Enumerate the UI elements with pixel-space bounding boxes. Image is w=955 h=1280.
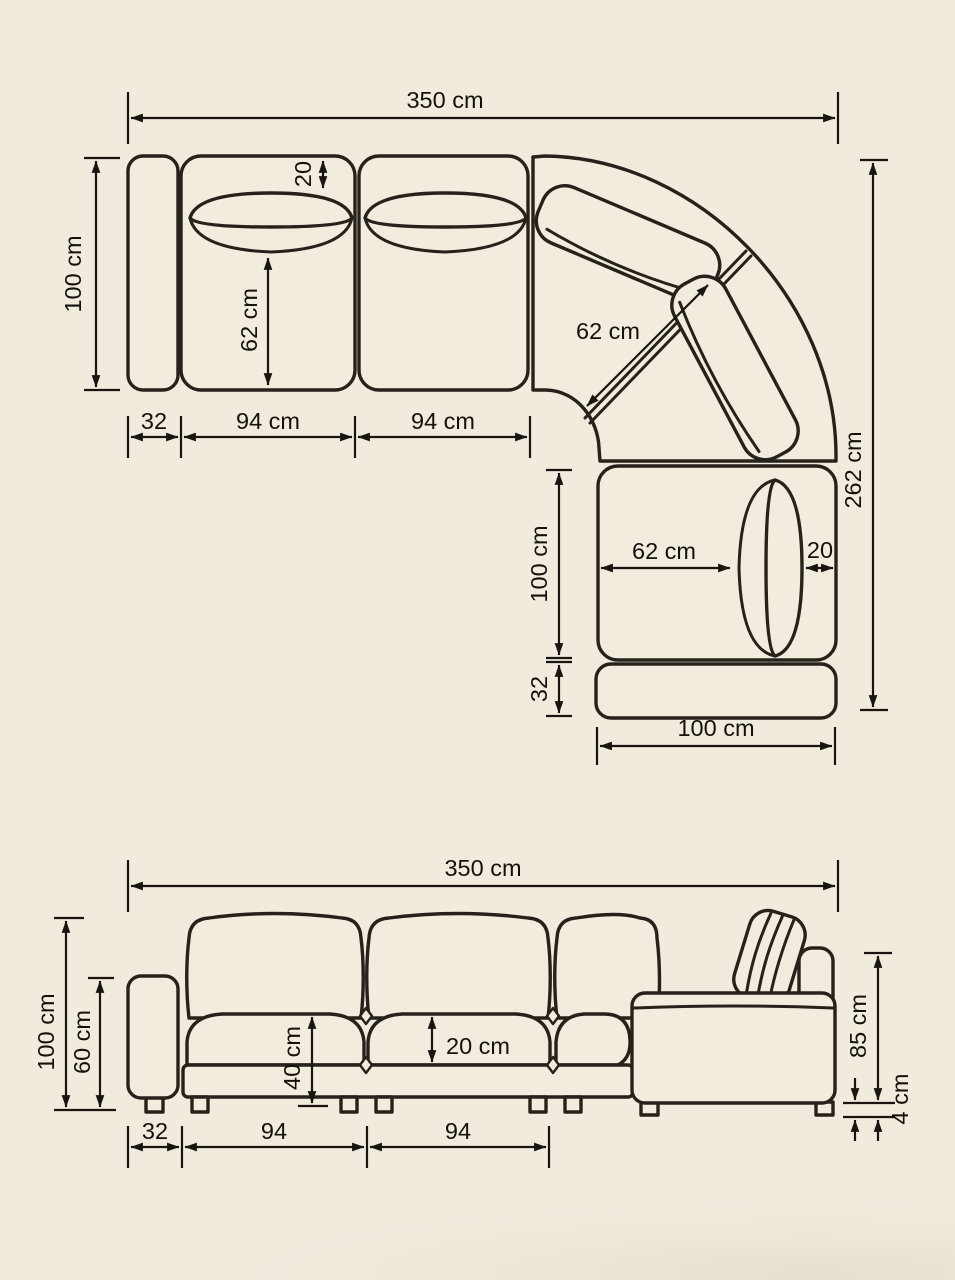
plan-seat2-width-label: 94 cm bbox=[411, 408, 475, 434]
plan-dim-total-width: 350 cm bbox=[126, 87, 840, 144]
front-seat-cushion-1 bbox=[185, 1012, 366, 1067]
plan-back-cushion-1 bbox=[188, 191, 354, 229]
background-vignette bbox=[0, 1160, 955, 1280]
plan-backrest-gap-label: 20 bbox=[290, 161, 316, 187]
plan-dim-backrest-gap: 20 bbox=[290, 160, 328, 189]
plan-end-module bbox=[594, 662, 838, 720]
front-right-armrest-top-line bbox=[632, 1004, 835, 1010]
front-armrest-height-label: 60 cm bbox=[69, 1010, 95, 1074]
plan-seat-module-2 bbox=[357, 154, 530, 392]
front-seat2-width-label: 94 bbox=[445, 1118, 471, 1144]
plan-armrest-width-label: 32 bbox=[141, 408, 167, 434]
plan-dim-corner-seat: 62 cm bbox=[576, 284, 709, 407]
front-feet bbox=[144, 1095, 835, 1117]
plan-back-cushion-2 bbox=[363, 191, 528, 229]
plan-dim-right-seat-depth: 62 cm bbox=[600, 538, 731, 573]
plan-dim-right-depth: 100 cm bbox=[526, 468, 572, 660]
front-back-pillow-3 bbox=[553, 912, 662, 1020]
plan-back-cushion-right bbox=[764, 478, 804, 658]
front-seat-cushion-3 bbox=[554, 1012, 632, 1067]
plan-dim-seat-depth: 62 cm bbox=[236, 257, 273, 386]
front-seat1-width-label: 94 bbox=[261, 1118, 287, 1144]
front-back-pillow-1 bbox=[185, 911, 365, 1020]
plan-right-seat-depth-label: 62 cm bbox=[632, 538, 696, 564]
front-seam-diamonds bbox=[358, 1006, 561, 1075]
front-left-armrest bbox=[126, 974, 180, 1100]
plan-view: 350 cm 100 cm 20 62 cm 32 94 cm 94 cm 62 bbox=[60, 87, 888, 765]
front-total-width-label: 350 cm bbox=[444, 855, 521, 881]
plan-dim-depth: 100 cm bbox=[60, 156, 120, 392]
plan-dim-end-module: 32 bbox=[526, 660, 572, 718]
front-back-pillow-2 bbox=[365, 911, 552, 1020]
front-height-label: 100 cm bbox=[33, 993, 59, 1070]
front-dim-armrest-height: 60 cm bbox=[69, 976, 114, 1108]
plan-seat1-width-label: 94 cm bbox=[236, 408, 300, 434]
front-dim-bottom-row: 32 94 94 bbox=[126, 1118, 551, 1168]
plan-total-width-label: 350 cm bbox=[406, 87, 483, 113]
plan-right-depth-label: 100 cm bbox=[526, 525, 552, 602]
plan-end-module-label: 32 bbox=[526, 676, 552, 702]
front-dim-height: 100 cm bbox=[33, 916, 116, 1112]
plan-dim-bottom-row: 32 94 cm 94 cm bbox=[126, 408, 532, 458]
plan-right-width-label: 100 cm bbox=[677, 715, 754, 741]
plan-right-backrest-gap-label: 20 bbox=[807, 537, 833, 563]
front-view: 350 cm 100 cm 60 cm 40 cm 20 cm 85 cm bbox=[33, 855, 913, 1168]
plan-seat-depth-label: 62 cm bbox=[236, 288, 262, 352]
front-dim-total-width: 350 cm bbox=[126, 855, 840, 912]
plan-dim-overall-depth: 262 cm bbox=[840, 158, 888, 712]
front-right-armrest-height-label: 85 cm bbox=[845, 994, 871, 1058]
plan-back-cushion-2-front bbox=[363, 216, 528, 254]
plan-dim-right-width: 100 cm bbox=[595, 715, 837, 765]
front-dim-leg-height: 4 cm bbox=[843, 1074, 913, 1141]
front-dim-right-armrest-height: 85 cm bbox=[845, 951, 892, 1101]
front-seat-height-label: 40 cm bbox=[279, 1026, 305, 1090]
plan-corner-seat-label: 62 cm bbox=[576, 318, 640, 344]
front-cushion-thickness-label: 20 cm bbox=[446, 1033, 510, 1059]
front-dim-cushion-thickness: 20 cm bbox=[427, 1016, 510, 1063]
plan-overall-depth-label: 262 cm bbox=[840, 431, 866, 508]
front-base bbox=[181, 1063, 635, 1099]
plan-back-cushion-1-front bbox=[188, 216, 354, 254]
front-leg-height-label: 4 cm bbox=[887, 1074, 913, 1125]
plan-left-armrest bbox=[126, 154, 180, 392]
front-right-armrest bbox=[630, 991, 837, 1105]
front-armrest-width-label: 32 bbox=[142, 1118, 168, 1144]
plan-depth-label: 100 cm bbox=[60, 235, 86, 312]
plan-dim-right-backrest-gap: 20 bbox=[805, 537, 834, 573]
front-seat-cushion-2 bbox=[366, 1012, 552, 1067]
plan-back-cushion-right-front bbox=[737, 478, 777, 658]
front-dim-seat-height: 40 cm bbox=[279, 1016, 328, 1108]
